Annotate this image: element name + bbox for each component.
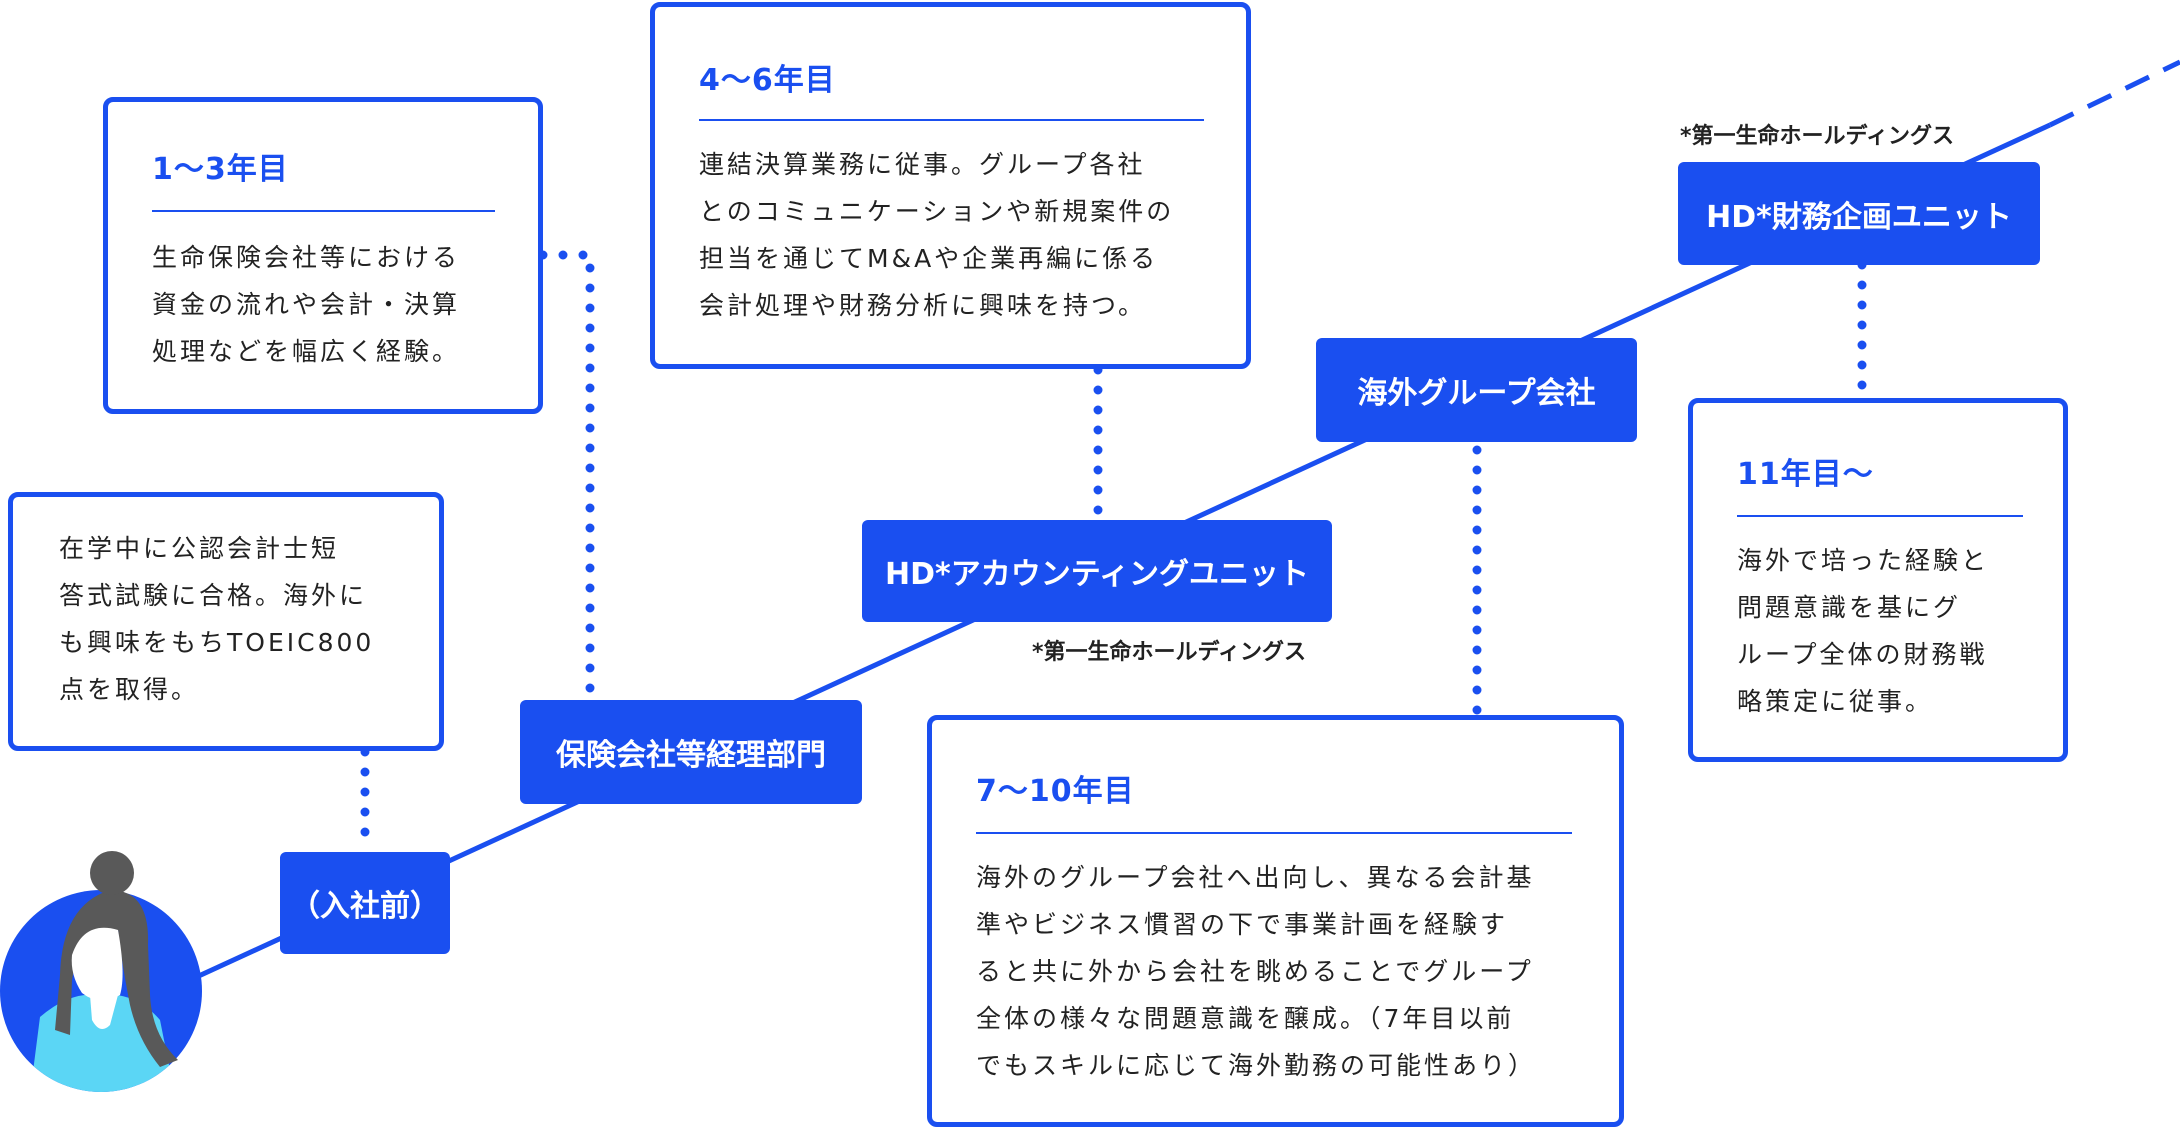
text-line: 問題意識を基にグ — [1737, 593, 1962, 622]
text-line: 答式試験に合格。海外に — [59, 581, 368, 610]
text-line: 生命保険会社等における — [152, 243, 461, 272]
text-line: 連結決算業務に従事。グループ各社 — [699, 150, 1146, 179]
connector-stage1 — [538, 250, 595, 705]
text-line: も興味をもちTOEIC800 — [59, 628, 375, 657]
stage3-tag: 海外グループ会社 — [1316, 338, 1637, 442]
text-line: 準やビジネス慣習の下で事業計画を経験す — [976, 910, 1509, 939]
stage2-card: 4〜6年目 連結決算業務に従事。グループ各社 とのコミュニケーションや新規案件の… — [650, 2, 1251, 369]
stage2-heading: 4〜6年目 — [699, 63, 836, 98]
text-line: 会計処理や財務分析に興味を持つ。 — [699, 291, 1147, 320]
stage1-body: 生命保険会社等における 資金の流れや会計・決算 処理などを幅広く経験。 — [152, 234, 494, 375]
text-line: 海外で培った経験と — [1737, 546, 1990, 575]
pre-entry-tag: （入社前） — [280, 852, 450, 954]
text-line: とのコミュニケーションや新規案件の — [699, 197, 1175, 226]
text-line: 略策定に従事。 — [1737, 687, 1934, 716]
stage2-divider — [699, 119, 1204, 121]
text-line: 海外のグループ会社へ出向し、異なる会計基 — [976, 863, 1535, 892]
pre-entry-body: 在学中に公認会計士短 答式試験に合格。海外に も興味をもちTOEIC800 点を… — [59, 525, 439, 713]
text-line: 処理などを幅広く経験。 — [152, 337, 461, 366]
text-line: ループ全体の財務戦 — [1737, 640, 1988, 669]
stage3-divider — [976, 832, 1572, 834]
stage4-tag: HD*財務企画ユニット — [1678, 162, 2040, 265]
stage4-card: 11年目〜 海外で培った経験と 問題意識を基にグ ループ全体の財務戦 略策定に従… — [1688, 398, 2068, 762]
stage1-card: 1〜3年目 生命保険会社等における 資金の流れや会計・決算 処理などを幅広く経験… — [103, 97, 543, 414]
text-line: でもスキルに応じて海外勤務の可能性あり） — [976, 1051, 1537, 1080]
text-line: 全体の様々な問題意識を醸成。（7年目以前 — [976, 1004, 1515, 1033]
stage4-heading: 11年目〜 — [1737, 457, 1874, 492]
stage3-card: 7〜10年目 海外のグループ会社へ出向し、異なる会計基 準やビジネス慣習の下で事… — [927, 715, 1624, 1127]
stage2-tag: HD*アカウンティングユニット — [862, 520, 1332, 622]
pre-entry-card: 在学中に公認会計士短 答式試験に合格。海外に も興味をもちTOEIC800 点を… — [8, 492, 444, 751]
text-line: 在学中に公認会計士短 — [59, 534, 340, 563]
stage4-note: *第一生命ホールディングス — [1680, 124, 1954, 149]
stage4-body: 海外で培った経験と 問題意識を基にグ ループ全体の財務戦 略策定に従事。 — [1737, 537, 2023, 725]
text-line: 資金の流れや会計・決算 — [152, 290, 461, 319]
stage3-heading: 7〜10年目 — [976, 774, 1135, 809]
stage4-divider — [1737, 515, 2023, 517]
stage3-body: 海外のグループ会社へ出向し、異なる会計基 準やビジネス慣習の下で事業計画を経験す… — [976, 854, 1571, 1089]
text-line: 担当を通じてM&Aや企業再編に係る — [699, 244, 1159, 273]
path-dashed-extension — [2048, 59, 2180, 128]
text-line: 点を取得。 — [59, 675, 200, 704]
person-avatar-icon — [0, 845, 210, 1095]
stage2-note: *第一生命ホールディングス — [1032, 640, 1306, 665]
stage2-body: 連結決算業務に従事。グループ各社 とのコミュニケーションや新規案件の 担当を通じ… — [699, 141, 1198, 329]
stage1-heading: 1〜3年目 — [152, 152, 289, 187]
text-line: ると共に外から会社を眺めることでグループ — [976, 957, 1534, 986]
stage1-divider — [152, 210, 495, 212]
stage1-tag: 保険会社等経理部門 — [520, 700, 862, 804]
